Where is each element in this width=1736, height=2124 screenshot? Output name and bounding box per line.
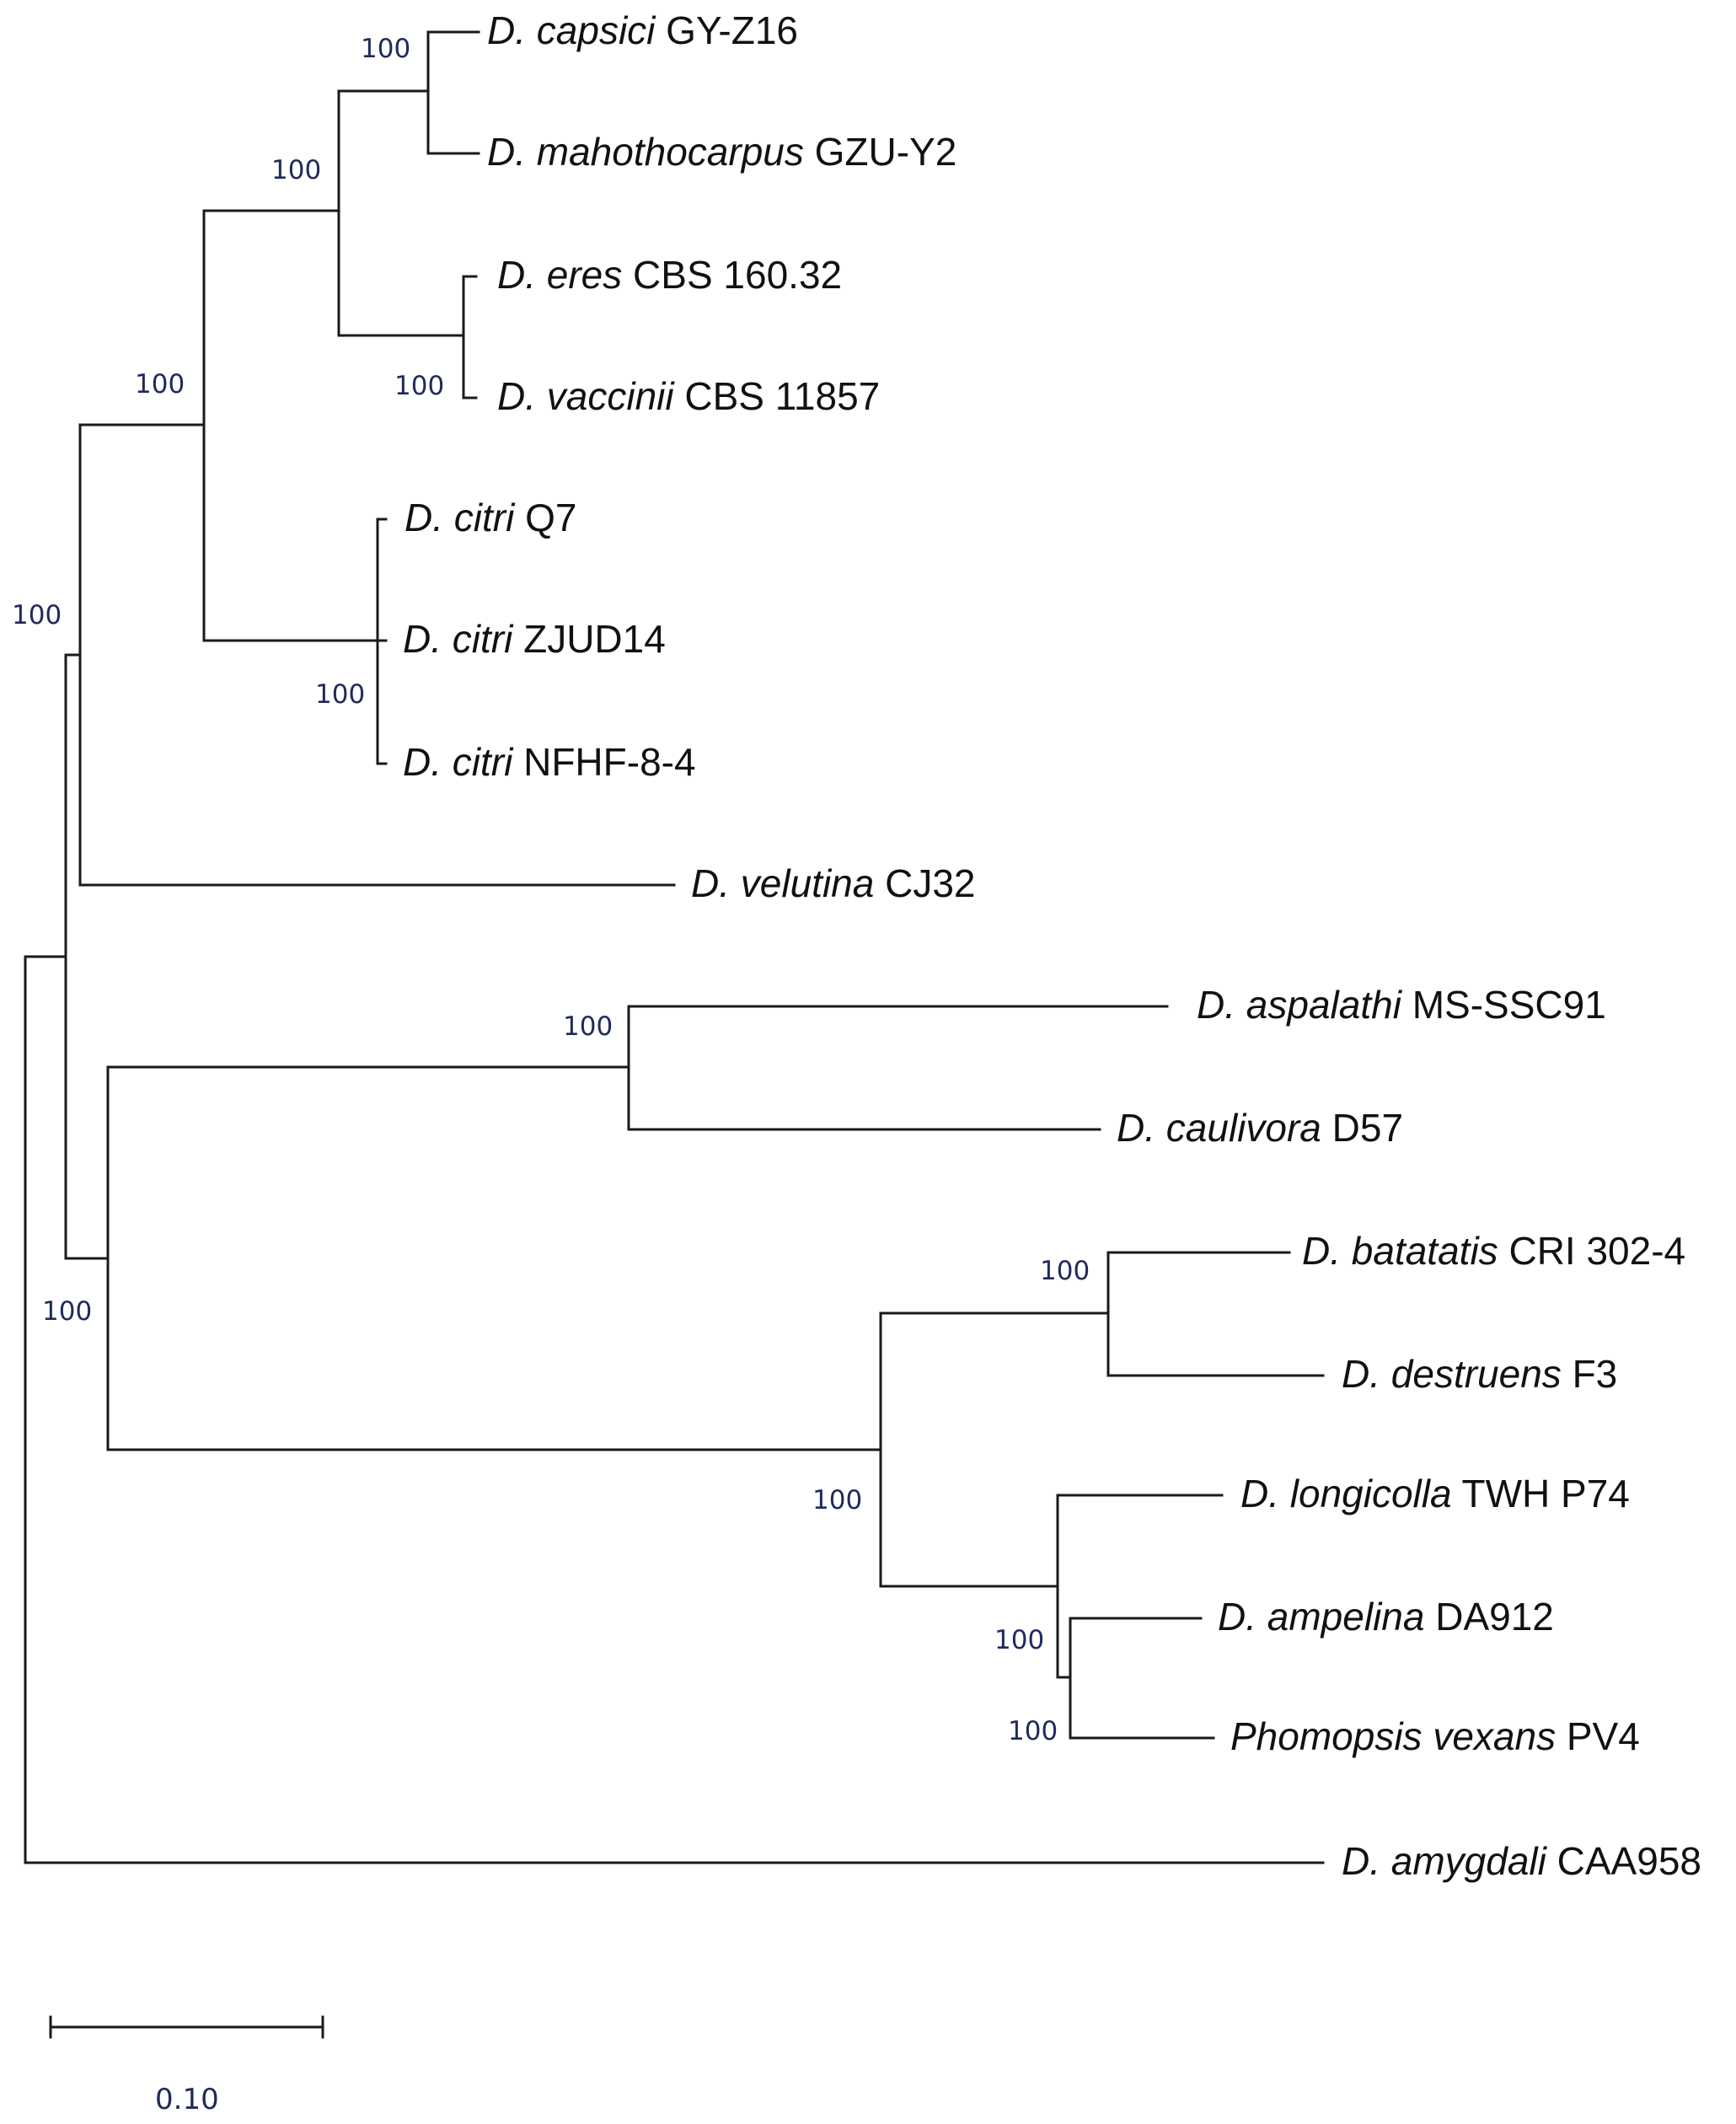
bootstrap-batatatis-vexans: 100: [812, 1485, 862, 1515]
leaf-label-capsici: D. capsici GY-Z16: [487, 8, 798, 52]
bootstrap-eres-citri: 100: [135, 369, 185, 400]
branch-lower-ingroup-join: [106, 1065, 882, 1451]
branch-ampelina-vexans: [1069, 1617, 1215, 1740]
bootstrap-ampelina-vexans: 100: [994, 1625, 1044, 1655]
leaf-label-caulivora: D. caulivora D57: [1117, 1106, 1403, 1150]
bootstrap-aspalathi-caulivora: 100: [563, 1011, 613, 1042]
bootstrap-ampelina-vexans-inner: 100: [1008, 1716, 1058, 1746]
scale-bar: 0.10: [49, 2015, 324, 2116]
bootstrap-capsici-mahothocarpus: 100: [361, 34, 410, 64]
branch-aspalathi-caulivora: [627, 1005, 1169, 1131]
bootstrap-citri: 100: [315, 679, 365, 710]
bootstrap-capsici-vaccinii: 100: [271, 155, 321, 185]
bootstrap-aspalathi-vexans: 100: [42, 1296, 92, 1327]
branch-longicolla-join: [1056, 1494, 1224, 1679]
leaf-label-citri-zjud14: D. citri ZJUD14: [403, 617, 666, 661]
leaf-labels: D. capsici GY-Z16 D. mahothocarpus GZU-Y…: [403, 8, 1701, 1883]
leaf-label-destruens: D. destruens F3: [1342, 1352, 1617, 1396]
leaf-label-mahothocarpus: D. mahothocarpus GZU-Y2: [487, 130, 956, 174]
branch-batatatis-longicolla-join: [879, 1311, 1110, 1588]
branch-capsici-eres-join: [337, 89, 465, 337]
branch-root: [24, 955, 1325, 1864]
leaf-label-vexans: Phomopsis vexans PV4: [1230, 1714, 1640, 1758]
tree-branches: [24, 30, 1325, 1864]
branch-ingroup-join: [64, 653, 110, 1260]
leaf-label-batatatis: D. batatatis CRI 302-4: [1302, 1229, 1685, 1273]
leaf-label-citri-q7: D. citri Q7: [405, 496, 576, 539]
scale-bar-label: 0.10: [155, 2083, 219, 2116]
leaf-label-longicolla: D. longicolla TWH P74: [1240, 1472, 1630, 1515]
branch-eres-vaccinii: [462, 275, 478, 400]
bootstrap-eres-velutina: 100: [12, 600, 62, 630]
bootstrap-eres-vaccinii: 100: [394, 371, 444, 401]
bootstrap-batatatis-destruens: 100: [1040, 1256, 1090, 1286]
bootstrap-values: 100 100 100 100 100 100 100 100 100 100 …: [12, 34, 1090, 1746]
branch-batatatis-destruens: [1106, 1251, 1325, 1377]
leaf-label-vaccinii: D. vaccinii CBS 11857: [497, 374, 880, 418]
leaf-label-citri-nfhf: D. citri NFHF-8-4: [403, 740, 696, 784]
branch-capsici-mahothocarpus: [426, 30, 480, 155]
branch-eres-citri-join: [202, 209, 379, 642]
leaf-label-eres: D. eres CBS 160.32: [497, 253, 842, 297]
leaf-label-ampelina: D. ampelina DA912: [1218, 1595, 1554, 1639]
leaf-label-velutina: D. velutina CJ32: [691, 861, 976, 905]
leaf-label-amygdali: D. amygdali CAA958: [1342, 1839, 1701, 1883]
leaf-label-aspalathi: D. aspalathi MS-SSC91: [1197, 983, 1606, 1027]
